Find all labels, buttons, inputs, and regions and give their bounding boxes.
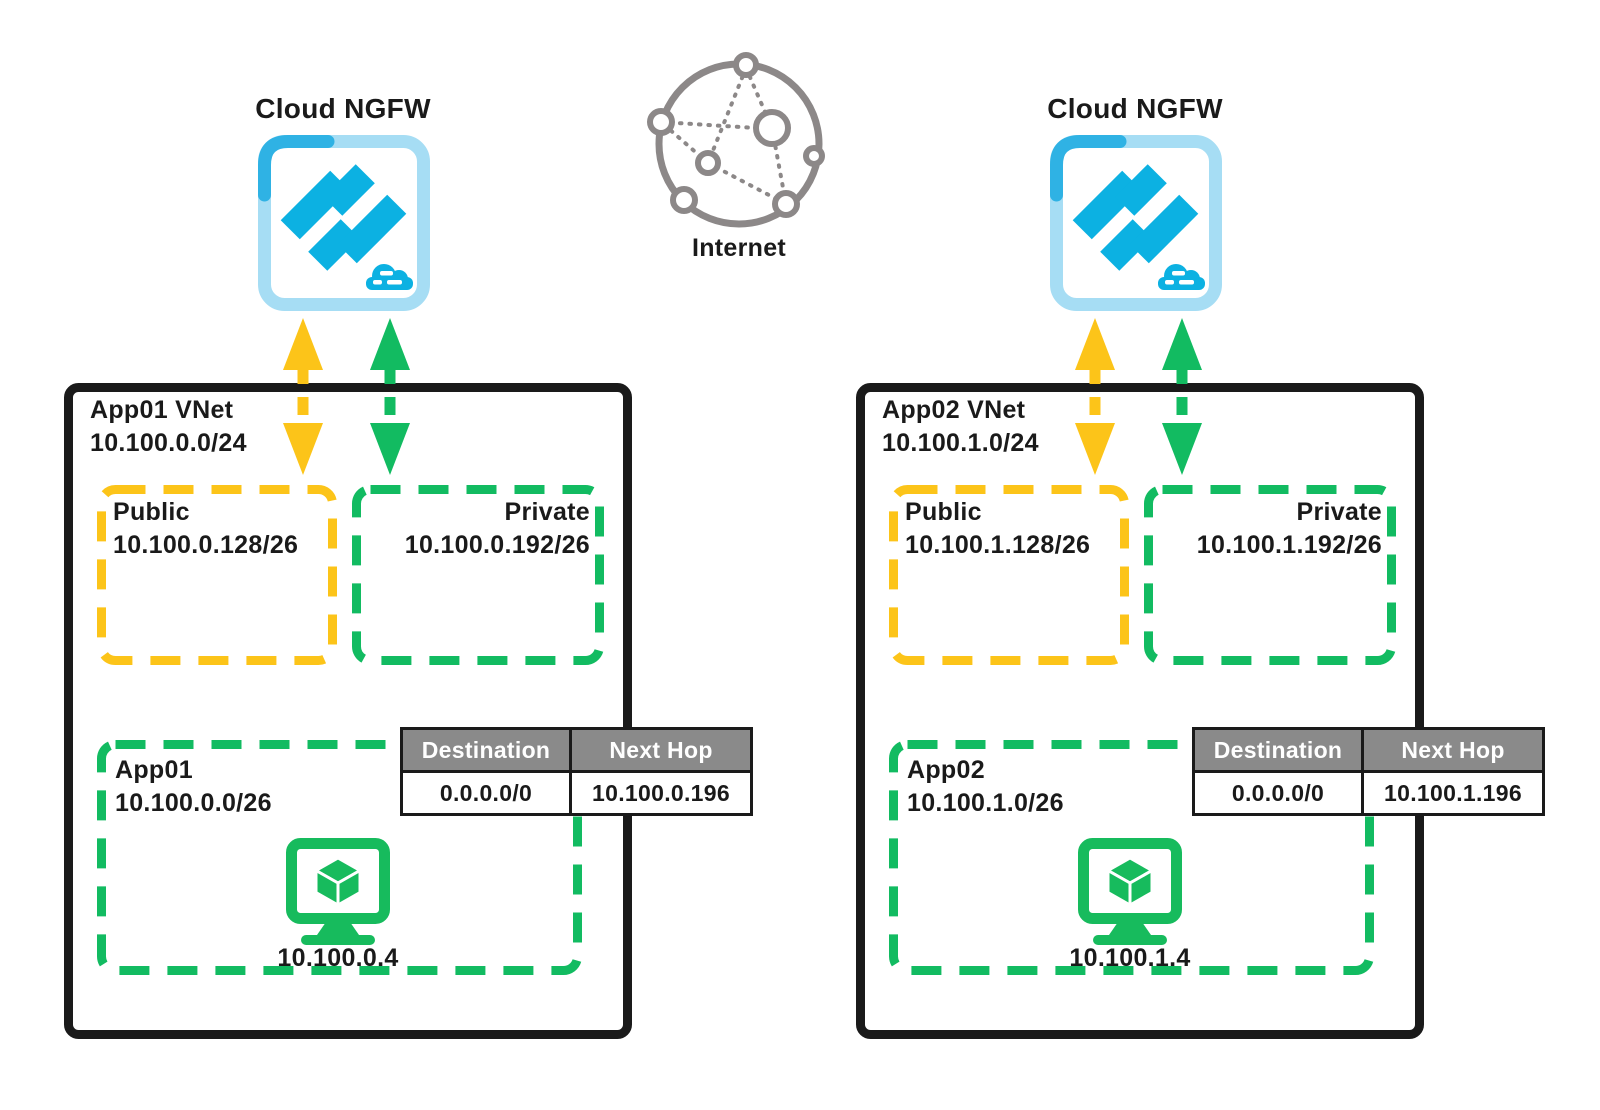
route-table-app01: Destination Next Hop 0.0.0.0/0 10.100.0.… <box>400 727 753 816</box>
subnet-name: Public <box>113 498 190 526</box>
private-subnet-label-app02: Private 10.100.1.192/26 <box>1144 496 1382 562</box>
vm-ip-app02: 10.100.1.4 <box>1069 944 1191 972</box>
vm-ip-app01: 10.100.0.4 <box>277 944 399 972</box>
app-subnet-label-app01: App01 10.100.0.0/26 <box>115 754 272 820</box>
subnet-name: App01 <box>115 756 193 784</box>
route-table-nexthop-header: Next Hop <box>1361 727 1545 773</box>
vnet-label-app02: App02 VNet 10.100.1.0/24 <box>882 394 1039 460</box>
route-destination: 0.0.0.0/0 <box>1192 770 1364 816</box>
subnet-name: Private <box>1296 498 1382 526</box>
route-table-row: 0.0.0.0/0 10.100.0.196 <box>400 770 753 816</box>
subnet-cidr: 10.100.0.128/26 <box>113 531 299 559</box>
cloud-ngfw-icon-right <box>1057 142 1216 305</box>
vnet-name: App01 VNet <box>90 396 234 424</box>
public-subnet-label-app01: Public 10.100.0.128/26 <box>113 496 298 562</box>
subnet-cidr: 10.100.1.0/26 <box>907 789 1064 817</box>
ngfw-title-left: Cloud NGFW <box>255 93 431 124</box>
subnet-name: Private <box>504 498 590 526</box>
traffic-arrows-app01 <box>283 318 410 475</box>
subnet-name: Public <box>905 498 982 526</box>
vnet-label-app01: App01 VNet 10.100.0.0/24 <box>90 394 247 460</box>
route-table-nexthop-header: Next Hop <box>569 727 753 773</box>
subnet-cidr: 10.100.0.192/26 <box>404 531 590 559</box>
vm-icon-app01 <box>292 844 385 946</box>
vm-icon-app02 <box>1084 844 1177 946</box>
vnet-cidr: 10.100.1.0/24 <box>882 429 1039 457</box>
route-next-hop: 10.100.0.196 <box>569 770 753 816</box>
public-subnet-label-app02: Public 10.100.1.128/26 <box>905 496 1090 562</box>
route-table-app02: Destination Next Hop 0.0.0.0/0 10.100.1.… <box>1192 727 1545 816</box>
vnet-cidr: 10.100.0.0/24 <box>90 429 247 457</box>
route-table-row: 0.0.0.0/0 10.100.1.196 <box>1192 770 1545 816</box>
cloud-ngfw-icon-left <box>265 142 424 305</box>
subnet-cidr: 10.100.0.0/26 <box>115 789 272 817</box>
private-subnet-label-app01: Private 10.100.0.192/26 <box>352 496 590 562</box>
internet-label: Internet <box>691 234 787 262</box>
subnet-name: App02 <box>907 756 985 784</box>
route-destination: 0.0.0.0/0 <box>400 770 572 816</box>
internet-globe-icon <box>647 52 825 228</box>
traffic-arrows-app02 <box>1075 318 1202 475</box>
app-subnet-label-app02: App02 10.100.1.0/26 <box>907 754 1064 820</box>
subnet-cidr: 10.100.1.128/26 <box>905 531 1091 559</box>
ngfw-title-right: Cloud NGFW <box>1047 93 1223 124</box>
route-table-destination-header: Destination <box>1192 727 1364 773</box>
subnet-cidr: 10.100.1.192/26 <box>1196 531 1382 559</box>
route-next-hop: 10.100.1.196 <box>1361 770 1545 816</box>
vnet-name: App02 VNet <box>882 396 1026 424</box>
route-table-destination-header: Destination <box>400 727 572 773</box>
